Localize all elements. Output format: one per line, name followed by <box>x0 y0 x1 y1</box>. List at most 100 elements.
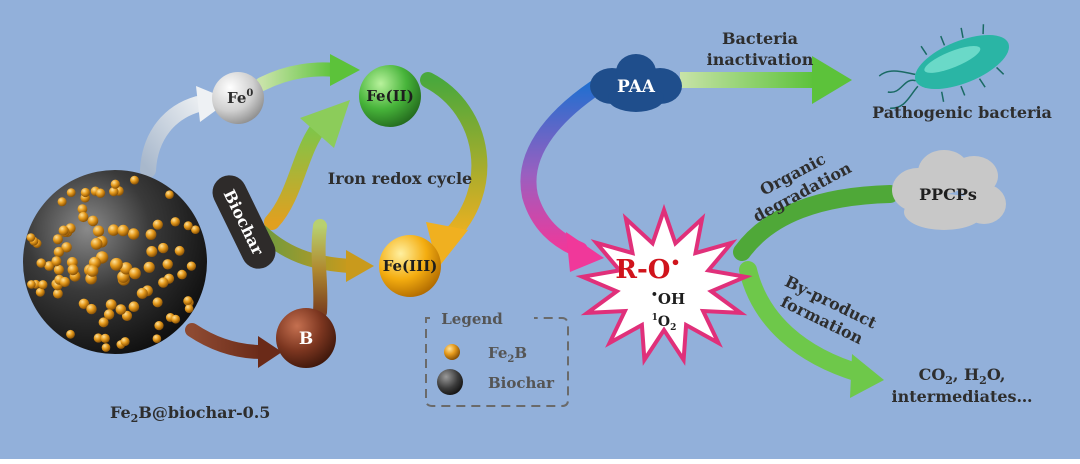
radicals-burst: R-O• •OH 1O2 <box>575 203 753 366</box>
fe2b-nanoparticle <box>186 261 196 271</box>
fe2b-nanoparticle <box>158 277 169 288</box>
fe2b-nanoparticle <box>127 228 140 240</box>
fe2b-nanoparticle <box>165 190 174 199</box>
fe2b-nanoparticle <box>86 303 97 315</box>
fe2b-nanoparticle <box>129 267 141 280</box>
fe2b-nanoparticle <box>109 186 119 197</box>
fe0-label: Fe0 <box>227 88 253 107</box>
composite-particle <box>23 170 207 354</box>
products-line1: CO2, H2O, <box>919 365 1006 387</box>
fe0-node: Fe0 <box>212 72 264 124</box>
bacterium-icon <box>878 24 1010 110</box>
fe2b-nanoparticle <box>100 333 110 343</box>
fe2b-nanoparticle <box>145 229 157 240</box>
fe2b-nanoparticle <box>93 333 103 343</box>
products-line2: intermediates… <box>891 387 1032 406</box>
paa-label: PAA <box>617 77 656 97</box>
bacteria-arrow-line2: inactivation <box>707 50 814 69</box>
bacteria-arrow-line1: Bacteria <box>722 29 798 48</box>
fe2b-nanoparticle <box>191 225 200 234</box>
fe2b-nanoparticle <box>77 204 88 215</box>
fe2b-nanoparticle <box>143 261 155 273</box>
arrow-organic-degradation <box>733 185 899 261</box>
fe2b-nanoparticle <box>170 217 180 227</box>
legend-title: Legend <box>441 310 503 328</box>
arrow-bacteria-inactivation <box>680 56 852 104</box>
fe2b-nanoparticle <box>184 304 194 314</box>
pathogenic-bacteria-label: Pathogenic bacteria <box>872 103 1052 122</box>
fe2b-nanoparticle <box>183 221 193 231</box>
fe2b-nanoparticle <box>80 187 90 198</box>
fe2b-nanoparticle <box>120 337 130 347</box>
fe2b-nanoparticle <box>59 276 70 288</box>
fe2b-nanoparticle <box>177 269 187 280</box>
fe2b-nanoparticle <box>92 225 105 237</box>
fe2b-nanoparticle <box>67 264 79 276</box>
fe2b-nanoparticle <box>110 257 123 271</box>
fe2b-nanoparticle <box>130 175 139 185</box>
fe2b-nanoparticle <box>58 225 69 236</box>
fe2b-nanoparticle <box>66 188 76 198</box>
fe2b-nanoparticle <box>128 301 140 313</box>
fe2b-nanoparticle <box>110 179 120 189</box>
boron-node: B <box>276 308 336 368</box>
fe2b-nanoparticle <box>158 242 169 254</box>
legend-fe2b-label: Fe2B <box>488 344 527 365</box>
fe2b-nanoparticle <box>87 215 99 227</box>
fe2b-nanoparticle <box>152 334 162 344</box>
ppcps-cloud: PPCPs <box>892 150 1006 230</box>
arrow-fe0-to-fe2 <box>255 54 360 91</box>
fe2b-nanoparticle <box>78 298 90 309</box>
arrow-byproduct-formation <box>739 261 884 398</box>
fe2b-nanoparticle <box>152 219 163 230</box>
arrow-boron-to-cycle <box>311 219 328 319</box>
arrow-paa-to-radicals <box>520 74 612 272</box>
fe2b-nanoparticle <box>52 234 63 245</box>
ppcps-label: PPCPs <box>919 185 977 204</box>
oh-radical-label: •OH <box>651 288 685 308</box>
fe2b-nanoparticle <box>66 329 75 339</box>
fe2b-nanoparticle <box>26 233 36 242</box>
fe2b-nanoparticle <box>98 317 109 328</box>
fe2-node: Fe(II) <box>359 65 421 127</box>
fe2b-nanoparticle <box>51 256 62 267</box>
fe2b-nanoparticle <box>107 224 120 236</box>
boron-label: B <box>299 329 313 349</box>
singlet-oxygen-label: 1O2 <box>652 313 677 333</box>
fe2b-nanoparticle <box>38 280 48 290</box>
arrow-composite-to-boron <box>185 323 282 368</box>
legend-box: Legend Fe2B Biochar <box>425 310 569 407</box>
fe3-node: Fe(III) <box>379 235 441 297</box>
composite-label: Fe2B@biochar-0.5 <box>110 403 270 425</box>
fe2b-nanoparticle <box>103 309 115 320</box>
fe2b-nanoparticle <box>115 304 127 315</box>
fe2b-nanoparticle <box>162 259 173 270</box>
fe2b-nanoparticle <box>117 224 129 237</box>
fe2b-nanoparticle <box>27 280 36 289</box>
fe2b-nanoparticle <box>57 197 67 207</box>
fe2-label: Fe(II) <box>366 87 414 105</box>
paa-cloud: PAA <box>590 54 682 112</box>
fe2b-nanoparticle <box>146 246 158 257</box>
fe2b-nanoparticle <box>53 288 63 299</box>
fe2b-nanoparticle <box>53 246 64 258</box>
fe2b-nanoparticle <box>183 296 193 305</box>
fe2b-nanoparticle <box>174 245 185 256</box>
fe2b-nanoparticle <box>136 287 148 299</box>
arrow-biochar-to-fe2 <box>264 100 350 230</box>
cycle-label: Iron redox cycle <box>328 169 472 188</box>
fe2b-nanoparticle <box>95 188 106 198</box>
fe2b-nanoparticles <box>26 175 200 352</box>
fe2b-nanoparticle <box>154 321 164 331</box>
fe2b-nanoparticle <box>119 262 133 275</box>
fe2b-nanoparticle <box>86 265 99 277</box>
fe2b-nanoparticle <box>61 242 72 253</box>
fe2b-nanoparticle <box>105 299 117 310</box>
fe2b-nanoparticle <box>90 237 103 250</box>
fe2b-nanoparticle <box>36 258 46 268</box>
legend-biochar-swatch <box>437 369 463 395</box>
fe2b-nanoparticle <box>44 261 55 271</box>
fe2b-nanoparticle <box>53 264 64 275</box>
